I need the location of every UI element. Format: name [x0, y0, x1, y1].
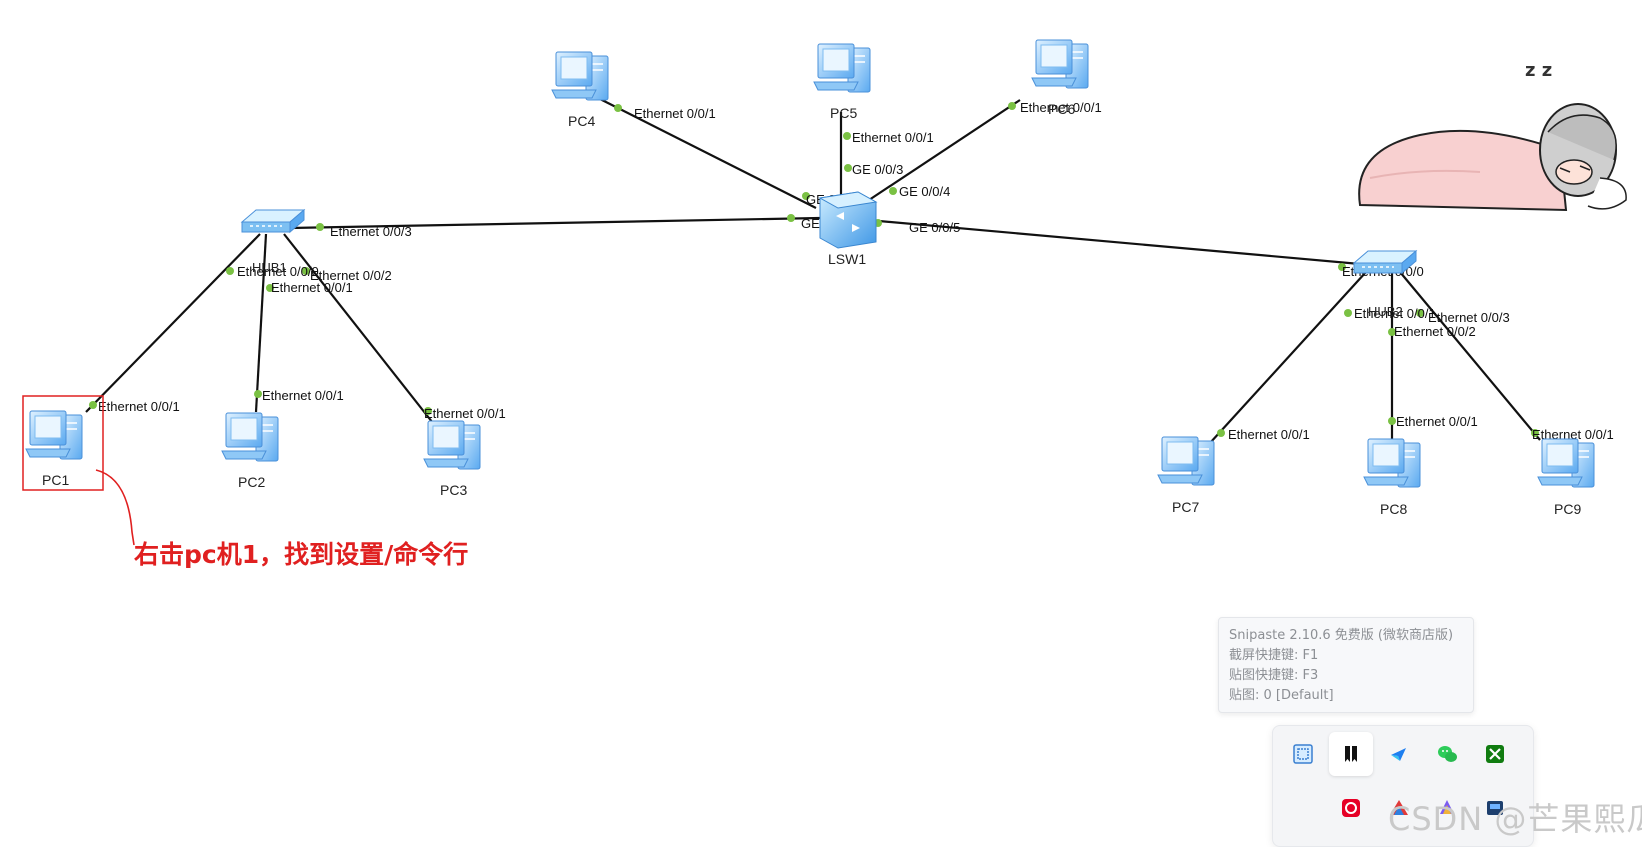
pc5-device[interactable]: PC5	[813, 43, 871, 121]
port-labels: Ethernet 0/0/3 GE 0/0/1 Ethernet 0/0/1 G…	[98, 100, 1614, 442]
pc8-device[interactable]: PC8	[1363, 438, 1421, 517]
tooltip-line: 贴图快捷键: F3	[1229, 668, 1319, 683]
port-label: Ethernet 0/0/1	[98, 399, 180, 414]
port-label: Ethernet 0/0/1	[1532, 427, 1614, 442]
pc9-device[interactable]: PC9	[1537, 438, 1595, 517]
pc2-device[interactable]: PC2	[221, 412, 279, 490]
device-label: PC2	[238, 474, 265, 490]
port-label: Ethernet 0/0/3	[330, 224, 412, 239]
port-label: Ethernet 0/0/1	[271, 280, 353, 295]
snipaste-tooltip: Snipaste 2.10.6 免费版 (微软商店版) 截屏快捷键: F1 贴图…	[1218, 617, 1474, 713]
pc3-device[interactable]: PC3	[423, 420, 481, 498]
link-lsw1-hub2	[867, 218, 1361, 266]
device-label: HUB2	[1368, 304, 1403, 319]
port-label: Ethernet 0/0/1	[1020, 100, 1102, 115]
netease-music-icon[interactable]	[1329, 786, 1373, 830]
zz-sleep-text: z z	[1525, 60, 1553, 81]
pc1-device[interactable]: PC1	[25, 410, 83, 488]
feishu-icon[interactable]	[1377, 732, 1421, 776]
link-hub2-pc7	[1209, 271, 1367, 444]
csdn-watermark: CSDN @芒果熙瓜	[1388, 800, 1642, 838]
port-label: Ethernet 0/0/2	[310, 268, 392, 283]
office-icon[interactable]	[1377, 786, 1421, 830]
pc6-device[interactable]: PC6	[1031, 39, 1089, 117]
port-dots	[89, 102, 1539, 437]
device-label: LSW1	[828, 251, 866, 267]
annotation-text: 右击pc机1，找到设置/命令行	[134, 540, 469, 569]
port-label: GE 0/0/4	[899, 184, 950, 199]
link-pc4-lsw1	[599, 98, 817, 209]
port-label: Ethernet 0/0/1	[1228, 427, 1310, 442]
sleeping-character-sticker	[1358, 103, 1627, 212]
device-label: PC9	[1554, 501, 1581, 517]
system-tray-overflow	[1272, 725, 1534, 847]
device-label: HUB1	[252, 260, 287, 275]
device-label: PC3	[440, 482, 467, 498]
port-label: Ethernet 0/0/1	[1396, 414, 1478, 429]
device-label: PC1	[42, 472, 69, 488]
snipaste-icon[interactable]	[1281, 732, 1325, 776]
port-label: Ethernet 0/0/1	[1354, 306, 1436, 321]
tooltip-line: 贴图: 0 [Default]	[1229, 688, 1334, 703]
port-label: Ethernet 0/0/1	[852, 130, 934, 145]
pc4-device[interactable]: PC4	[551, 51, 609, 129]
links	[85, 98, 1541, 444]
device-app-icon[interactable]	[1473, 786, 1517, 830]
device-label: PC8	[1380, 501, 1407, 517]
pc1-highlight-box	[22, 395, 104, 491]
device-label: PC6	[1048, 101, 1075, 117]
port-label: Ethernet 0/0/3	[1428, 310, 1510, 325]
wechat-icon[interactable]	[1425, 732, 1469, 776]
device-label: PC5	[830, 105, 857, 121]
tooltip-line: Snipaste 2.10.6 免费版 (微软商店版)	[1229, 628, 1454, 643]
color-app-icon[interactable]	[1425, 786, 1469, 830]
bookmark-app-icon[interactable]	[1329, 732, 1373, 776]
port-label: Ethernet 0/0/1	[634, 106, 716, 121]
port-label: Ethernet 0/0/2	[1394, 324, 1476, 339]
port-label: Ethernet 0/0/1	[262, 388, 344, 403]
port-label: GE 0/0/5	[909, 220, 960, 235]
port-label: Ethernet 0/0/0	[237, 264, 319, 279]
xbox-icon[interactable]	[1473, 732, 1517, 776]
port-label: GE 0/0/3	[852, 162, 903, 177]
lsw1-device[interactable]: LSW1	[818, 191, 878, 267]
annotation-pointer	[95, 469, 135, 546]
port-label: Ethernet 0/0/1	[424, 406, 506, 421]
device-label: PC4	[568, 113, 595, 129]
link-pc6-lsw1	[865, 99, 1021, 203]
link-hub1-pc1	[85, 233, 261, 413]
link-hub1-pc3	[283, 233, 441, 433]
tooltip-line: 截屏快捷键: F1	[1229, 648, 1319, 663]
link-hub2-pc9	[1399, 271, 1541, 441]
hub1-device[interactable]: HUB1	[241, 209, 305, 275]
link-hub1-pc2	[254, 233, 268, 413]
device-label: PC7	[1172, 499, 1199, 515]
link-hub1-lsw1	[289, 216, 821, 230]
pc7-device[interactable]: PC7	[1157, 436, 1215, 515]
hub2-device[interactable]: HUB2	[1353, 250, 1417, 319]
